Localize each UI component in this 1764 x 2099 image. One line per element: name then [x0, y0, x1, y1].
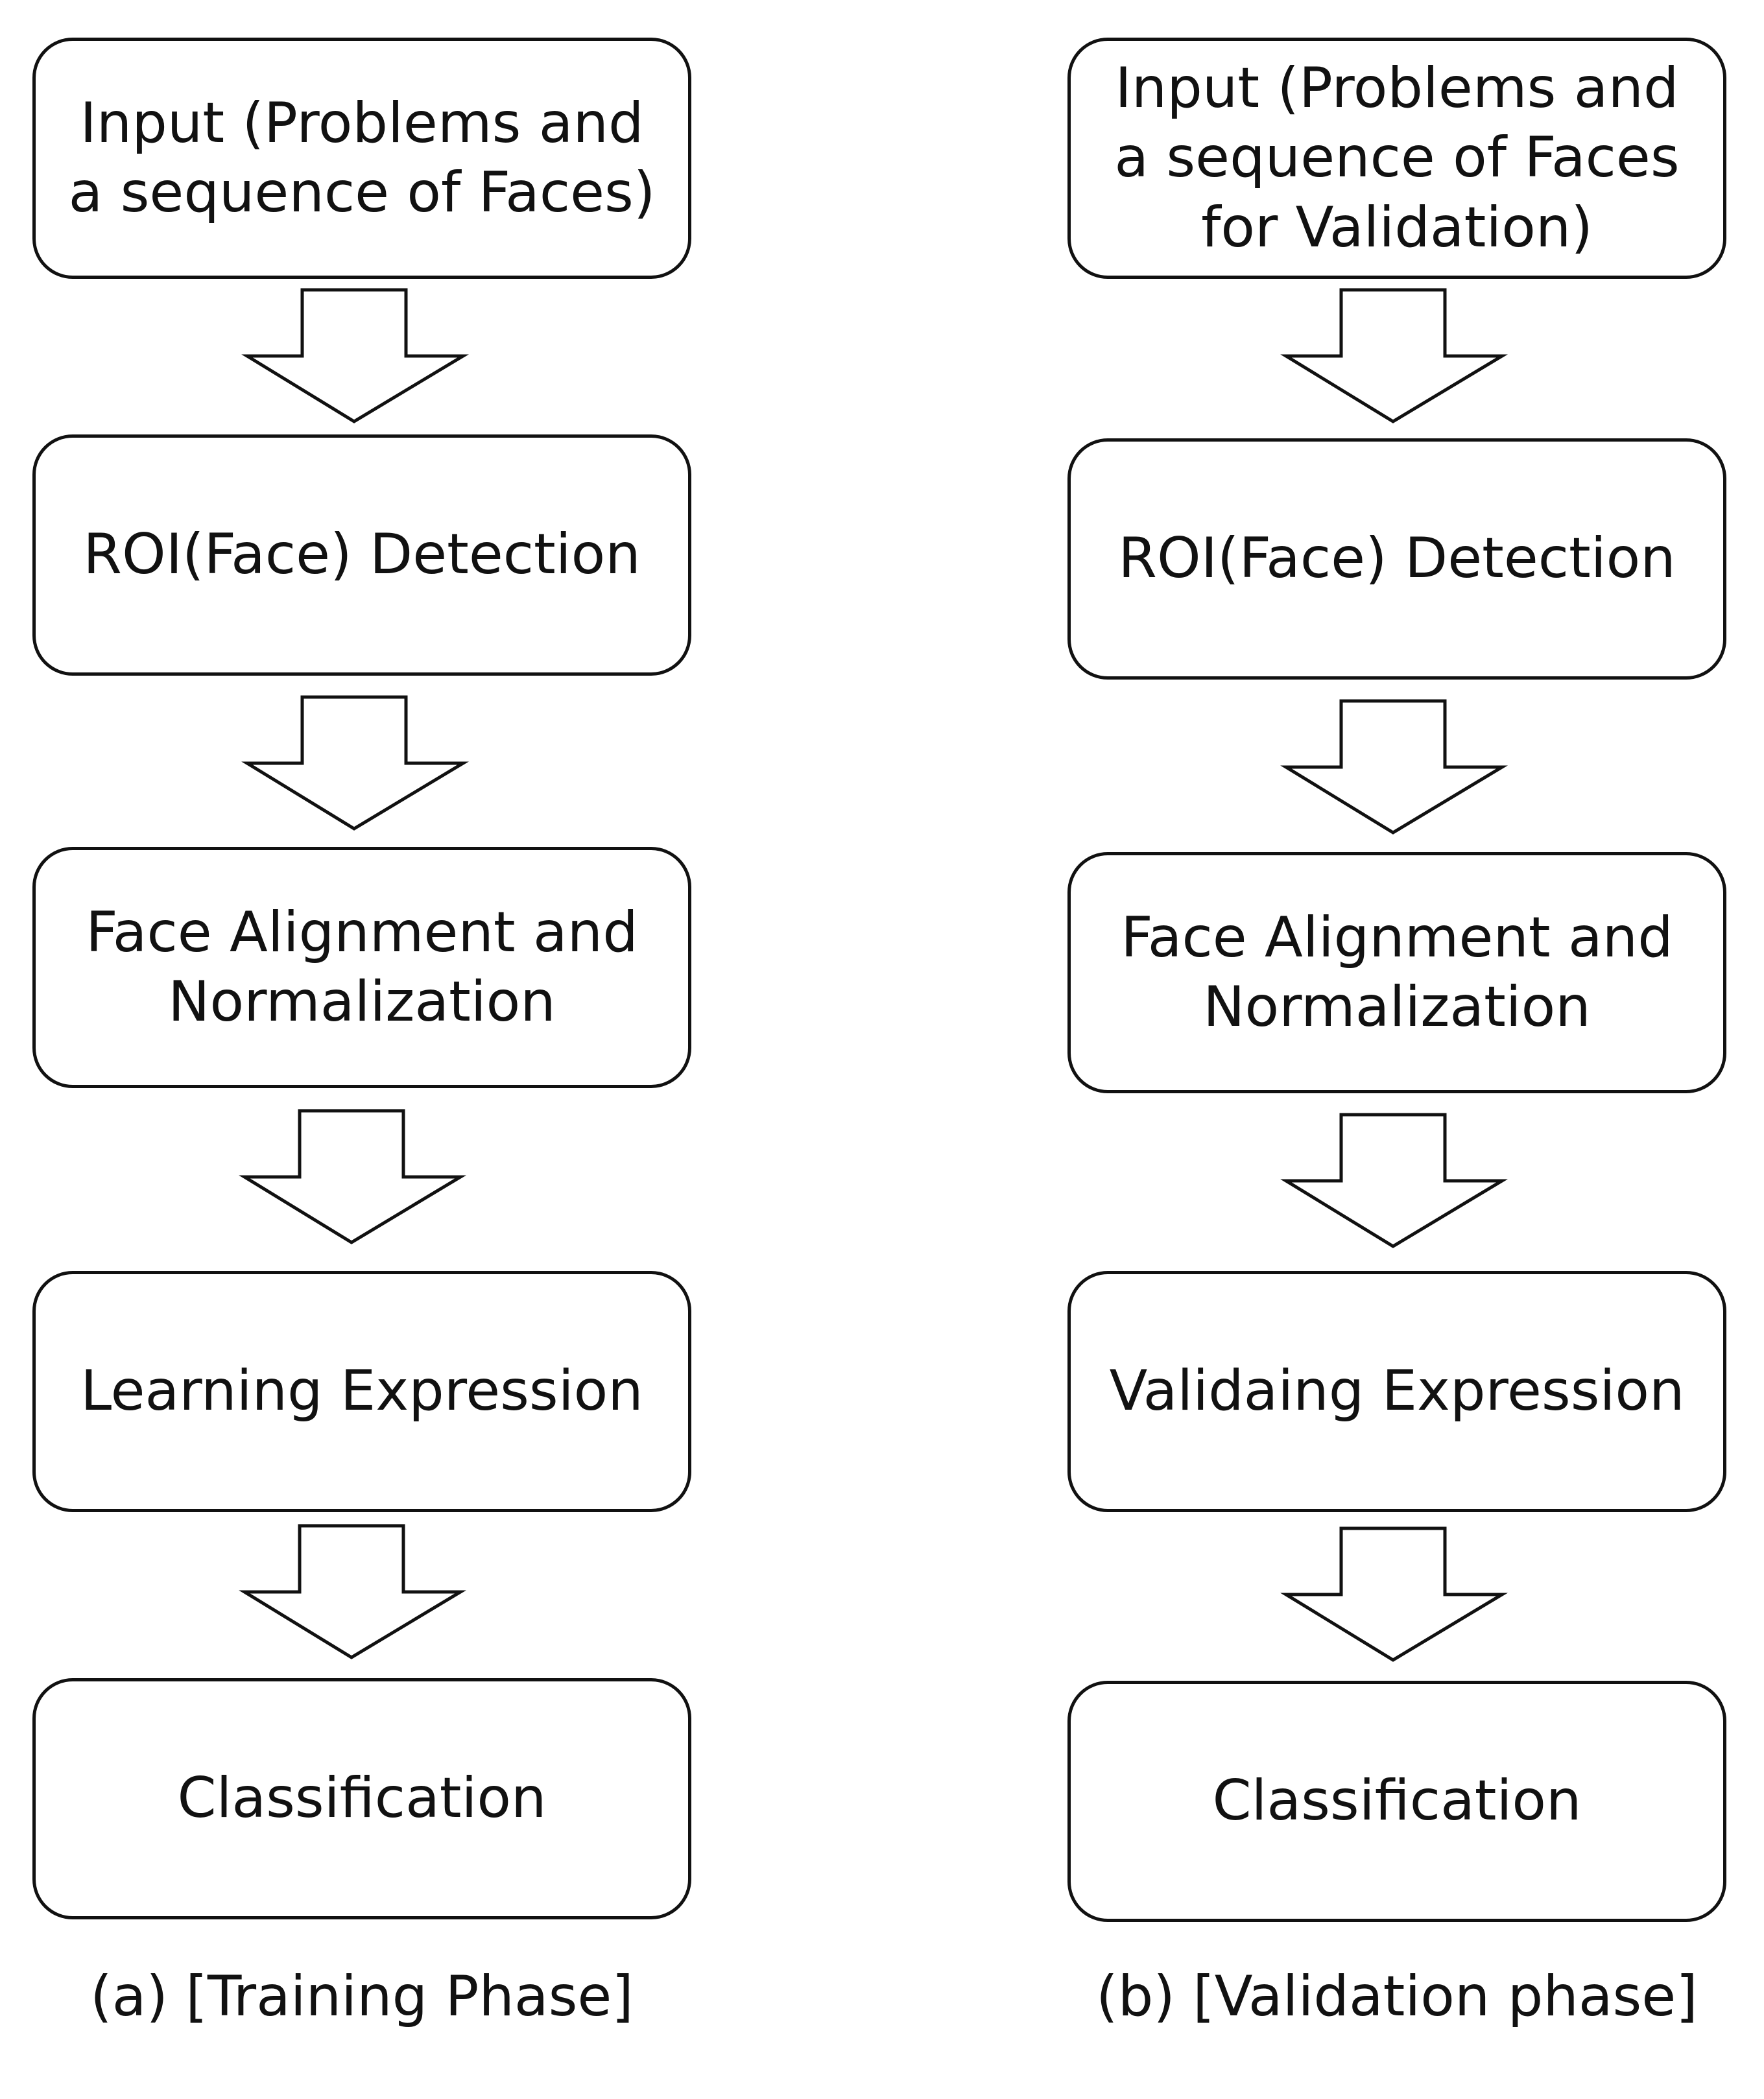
learning-expression-label: Learning Expression [80, 1358, 643, 1424]
training-roi-detection-label: ROI(Face) Detection [83, 522, 641, 587]
training-arrow-2 [241, 695, 470, 831]
validation-phase-caption: (b) [Validation phase] [1096, 1964, 1698, 2029]
training-arrow-3 [239, 1109, 467, 1244]
training-phase-caption: (a) [Training Phase] [90, 1964, 634, 2029]
validation-roi-detection-box: ROI(Face) Detection [1067, 438, 1726, 680]
validating-expression-label: Validaing Expression [1109, 1358, 1685, 1424]
validation-arrow-3 [1280, 1113, 1508, 1248]
validation-alignment-label: Face Alignment and Normalization [1121, 905, 1673, 1040]
training-alignment-box: Face Alignment and Normalization [32, 847, 691, 1088]
training-arrow-1 [241, 288, 470, 423]
validation-input-label: Input (Problems and a sequence of Faces … [1114, 55, 1680, 260]
validation-input-box: Input (Problems and a sequence of Faces … [1067, 38, 1726, 279]
validating-expression-box: Validaing Expression [1067, 1271, 1726, 1512]
training-classification-label: Classification [177, 1766, 547, 1831]
training-alignment-label: Face Alignment and Normalization [86, 899, 638, 1035]
validation-arrow-1 [1280, 288, 1508, 423]
validation-classification-label: Classification [1212, 1768, 1582, 1834]
validation-alignment-box: Face Alignment and Normalization [1067, 852, 1726, 1093]
learning-expression-box: Learning Expression [32, 1271, 691, 1512]
training-roi-detection-box: ROI(Face) Detection [32, 434, 691, 676]
training-input-label: Input (Problems and a sequence of Faces) [68, 90, 656, 226]
training-classification-box: Classification [32, 1678, 691, 1919]
training-arrow-4 [239, 1524, 467, 1659]
validation-classification-box: Classification [1067, 1681, 1726, 1922]
training-input-box: Input (Problems and a sequence of Faces) [32, 38, 691, 279]
validation-arrow-4 [1280, 1526, 1508, 1662]
validation-roi-detection-label: ROI(Face) Detection [1118, 526, 1676, 591]
validation-arrow-2 [1280, 699, 1508, 835]
